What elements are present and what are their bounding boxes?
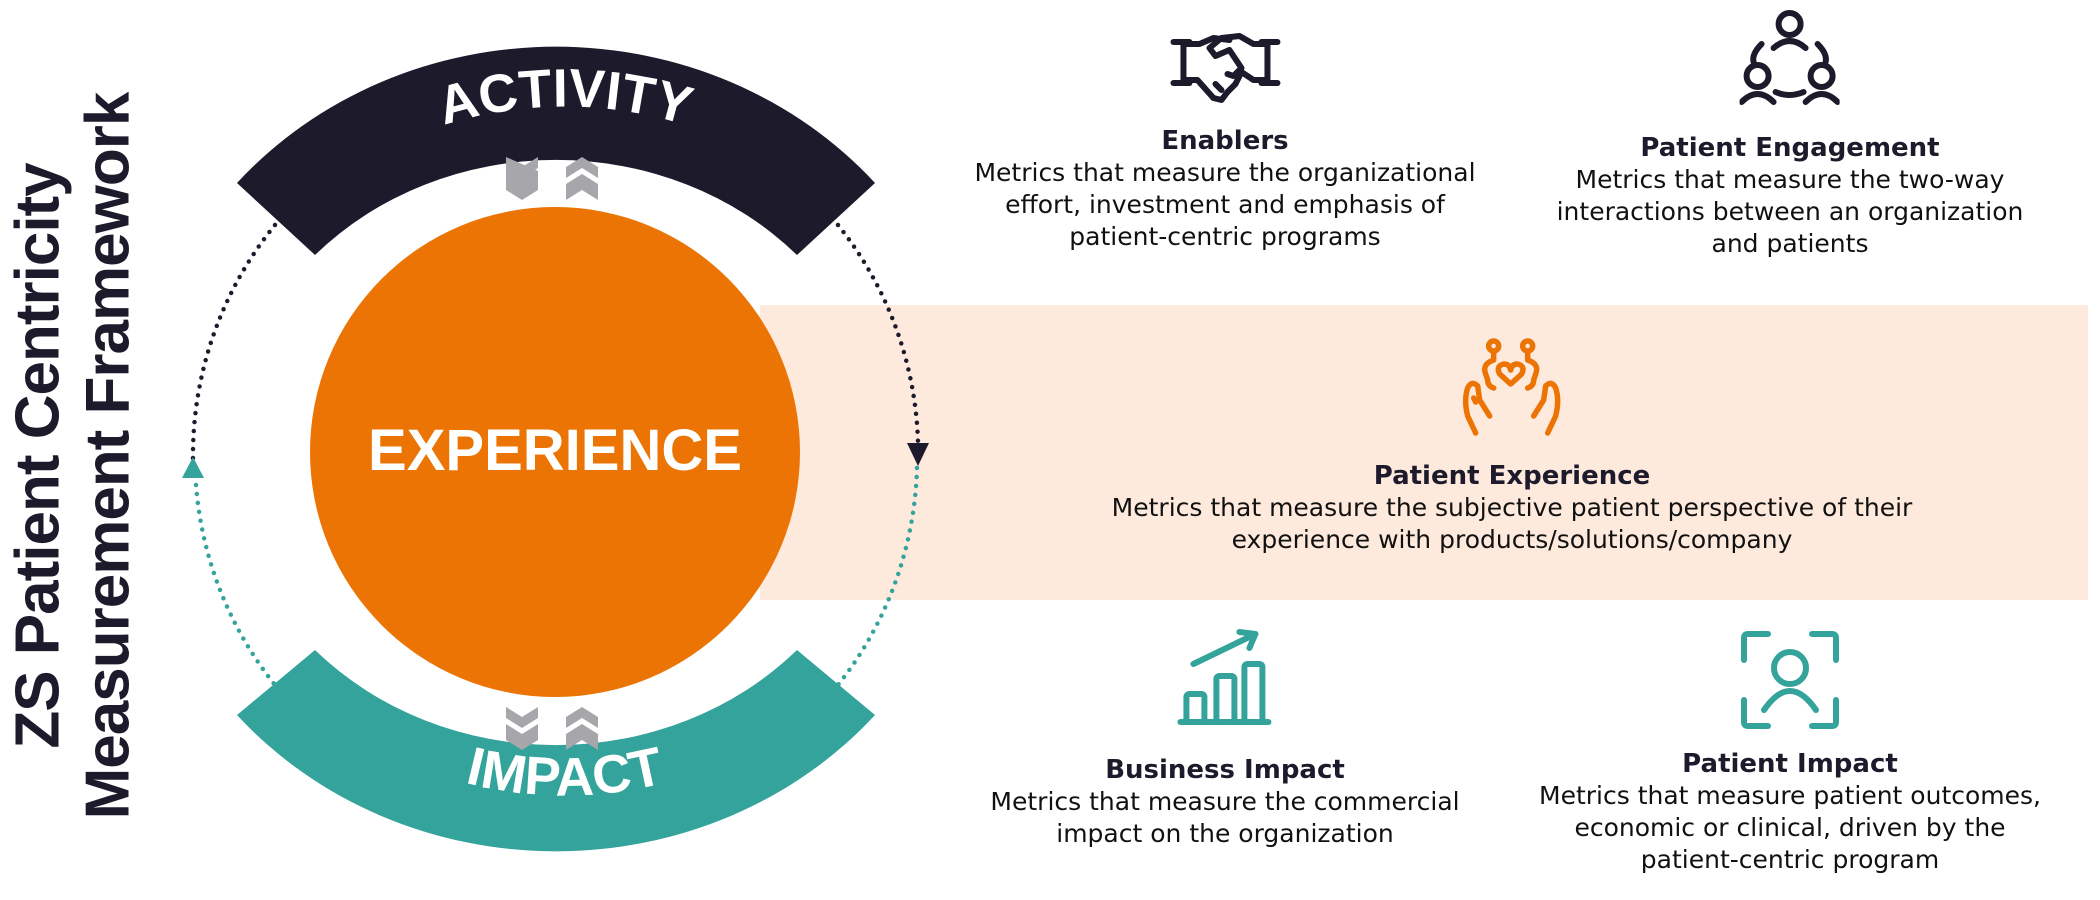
patient-engagement-title: Patient Engagement: [1640, 133, 1940, 163]
patient-impact-title: Patient Impact: [1682, 749, 1898, 779]
enablers-desc-line: effort, investment and emphasis of: [1005, 190, 1445, 219]
dotted-arc-right-bottom: [835, 465, 920, 688]
patient-engagement-block: Patient Engagement Metrics that measure …: [1556, 8, 2024, 260]
patient-experience-desc-line: experience with products/solutions/compa…: [1231, 525, 1793, 554]
enablers-block: Enablers Metrics that measure the organi…: [974, 32, 1476, 253]
enablers-title: Enablers: [1161, 126, 1289, 156]
business-impact-desc-line: impact on the organization: [1056, 819, 1394, 848]
experience-circle: [310, 207, 800, 697]
people-network-icon: [1739, 10, 1840, 105]
patient-impact-block: Patient Impact Metrics that measure pati…: [1539, 630, 2041, 876]
patient-engagement-desc-line: interactions between an organization: [1556, 197, 2024, 226]
patient-experience-block: Patient Experience Metrics that measure …: [1111, 338, 1913, 556]
chevron-up-icon: [566, 157, 598, 200]
chevron-down-icon: [506, 707, 538, 750]
experience-highlight-band: [760, 305, 2088, 600]
impact-label: IMPACT: [462, 736, 668, 808]
patient-impact-desc-line: Metrics that measure patient outcomes,: [1539, 781, 2041, 810]
growth-chart-icon: [1177, 629, 1271, 725]
dotted-arc-left-top: [190, 222, 278, 463]
arrow-down-icon: [907, 443, 929, 466]
chevron-down-icon: [506, 157, 538, 200]
dotted-arc-left-bottom: [193, 482, 278, 688]
patient-experience-title: Patient Experience: [1373, 461, 1651, 491]
dotted-arc-right-top: [835, 222, 921, 445]
enablers-desc-line: patient-centric programs: [1069, 222, 1381, 251]
enablers-desc-line: Metrics that measure the organizational: [974, 158, 1476, 187]
experience-label: EXPERIENCE: [368, 418, 742, 483]
business-impact-title: Business Impact: [1105, 755, 1345, 785]
impact-arc: [237, 650, 875, 852]
patient-engagement-desc-line: Metrics that measure the two-way: [1575, 165, 2005, 194]
handshake-icon: [1169, 33, 1280, 103]
activity-arc: [237, 46, 875, 256]
user-focus-icon: [1741, 631, 1839, 729]
business-impact-desc-line: Metrics that measure the commercial: [990, 787, 1460, 816]
hands-heart-people-icon: [1463, 338, 1561, 436]
patient-impact-desc-line: patient-centric program: [1640, 845, 1940, 874]
patient-impact-desc-line: economic or clinical, driven by the: [1574, 813, 2006, 842]
patient-engagement-desc-line: and patients: [1711, 229, 1869, 258]
arrow-up-icon: [182, 457, 204, 478]
business-impact-block: Business Impact Metrics that measure the…: [990, 628, 1460, 850]
chevron-up-icon: [566, 707, 598, 750]
patient-experience-desc-line: Metrics that measure the subjective pati…: [1111, 493, 1913, 522]
